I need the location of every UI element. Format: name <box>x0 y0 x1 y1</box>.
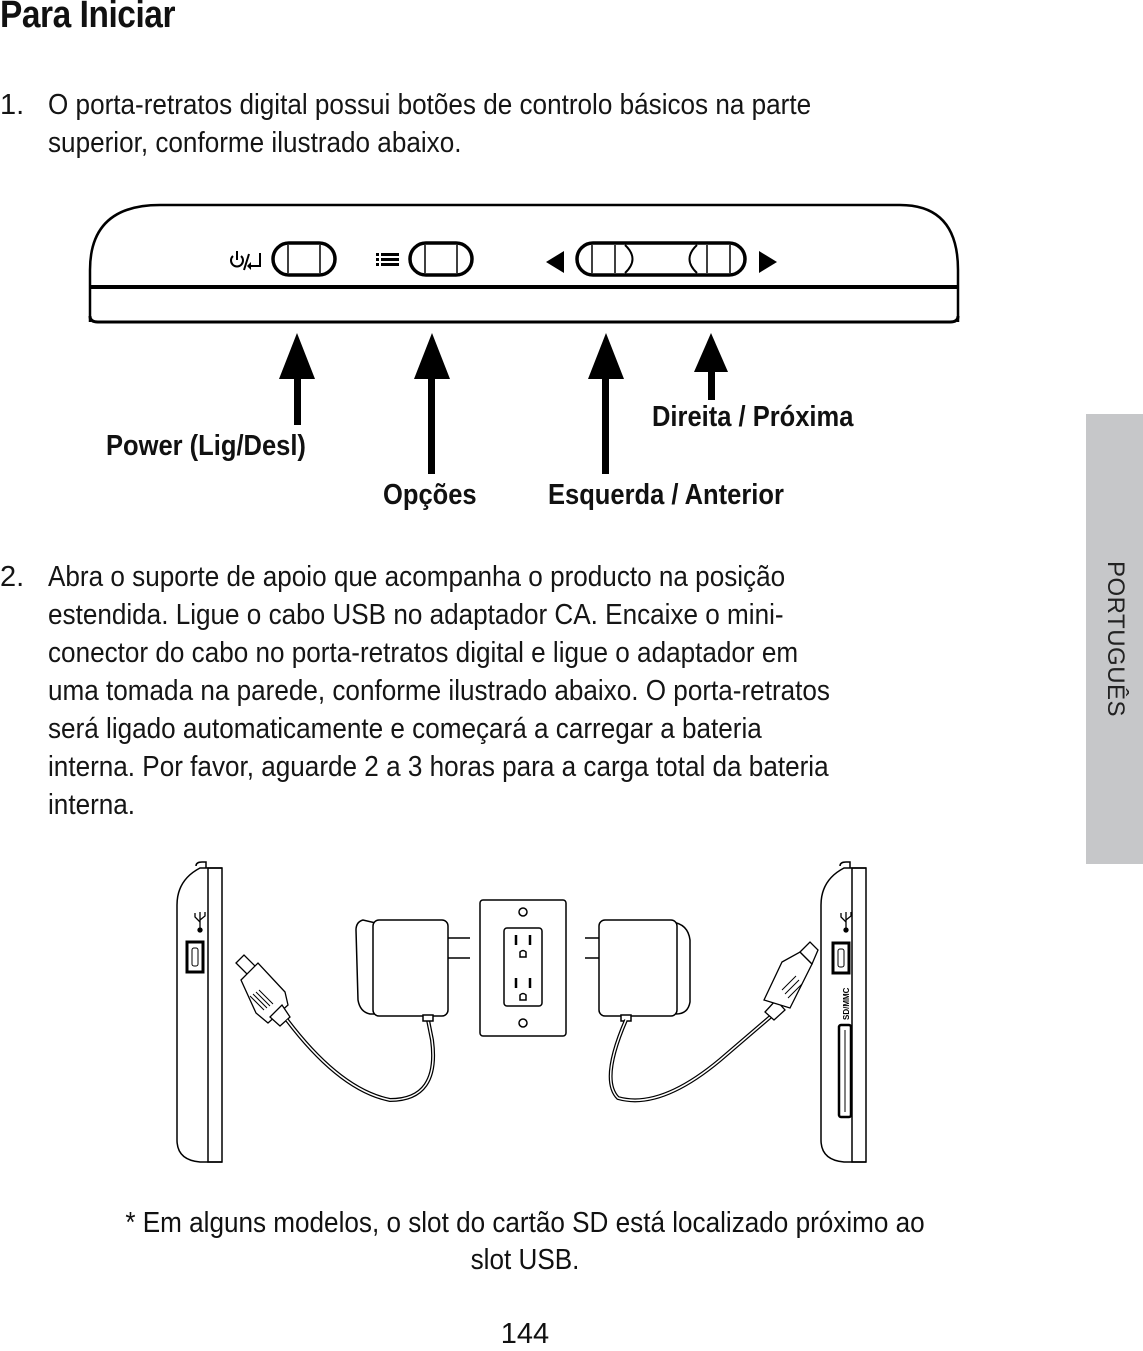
step-1: 1. O porta-retratos digital possui botõe… <box>0 86 1060 166</box>
step-number: 2. <box>0 561 25 593</box>
power-enter-icon <box>230 251 261 271</box>
page-title: Para Iniciar <box>0 0 176 36</box>
menu-list-icon <box>376 253 399 266</box>
mini-usb-port-icon <box>831 941 851 975</box>
left-arrow-icon <box>546 251 564 273</box>
power-button <box>271 241 337 277</box>
label-options: Opções <box>383 479 477 511</box>
right-arrow-icon <box>759 251 777 273</box>
options-button <box>408 241 474 277</box>
language-tab: PORTUGUÊS <box>1086 414 1143 864</box>
frame-top-buttons-diagram <box>88 203 960 474</box>
wall-outlet-icon <box>479 899 567 1037</box>
label-power: Power (Lig/Desl) <box>106 430 306 462</box>
mini-usb-port-icon <box>185 940 205 974</box>
frame-side-left <box>176 861 223 1163</box>
sd-slot-label: SD/MMC <box>842 987 851 1020</box>
step-2: 2. Abra o suporte de apoio que acompanha… <box>0 558 1060 828</box>
footnote: * Em alguns modelos, o slot do cartão SD… <box>125 1207 925 1276</box>
step-text: Abra o suporte de apoio que acompanha o … <box>48 561 830 821</box>
pointer-arrow-power <box>279 333 315 425</box>
left-right-rocker <box>575 241 747 277</box>
usb-icon <box>194 912 206 933</box>
language-tab-label: PORTUGUÊS <box>1101 560 1129 718</box>
label-left-previous: Esquerda / Anterior <box>548 479 784 511</box>
usb-icon <box>840 912 852 933</box>
frame-side-right <box>820 861 867 1163</box>
page-number: 144 <box>500 1318 550 1350</box>
ac-adapter-icon <box>585 919 691 1022</box>
usb-plug-icon <box>235 954 436 1103</box>
pointer-arrow-left <box>588 333 624 474</box>
ac-adapter-icon <box>355 919 470 1022</box>
step-number: 1. <box>0 89 25 121</box>
sd-card-slot-icon <box>837 1023 853 1119</box>
pointer-arrow-options <box>414 333 450 474</box>
label-right-next: Direita / Próxima <box>652 401 854 433</box>
step-text: O porta-retratos digital possui botões d… <box>48 89 812 159</box>
pointer-arrow-right <box>694 333 728 400</box>
usb-plug-icon <box>763 941 819 1021</box>
